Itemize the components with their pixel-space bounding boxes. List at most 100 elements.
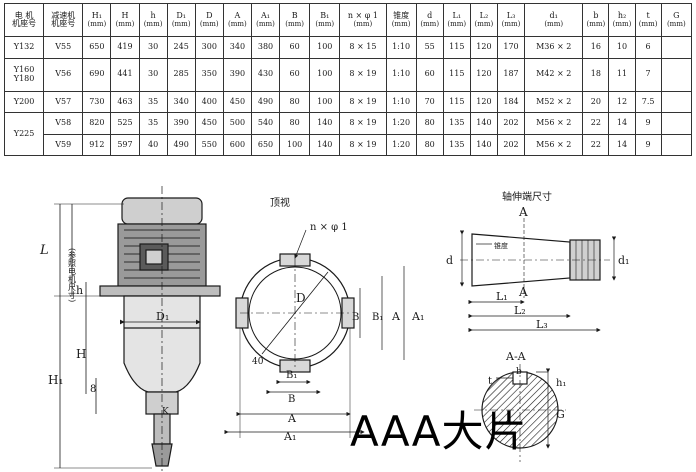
header-label: L₁ [452, 11, 462, 21]
cell-reducer: V58 [43, 112, 84, 135]
table-header-cell: 减速机 机座号 [43, 3, 84, 37]
header-label: 减速机 机座号 [51, 10, 76, 28]
header-label: H [121, 11, 129, 21]
table-cell: 120 [469, 57, 498, 92]
table-cell: 115 [442, 90, 471, 113]
header-label: B [291, 11, 298, 21]
cell-frame: Y132 [3, 36, 45, 59]
table-cell [660, 90, 693, 113]
label-B1-right: B₁ [372, 312, 383, 323]
table-cell: 1:10 [385, 90, 417, 113]
table-cell: 70 [415, 90, 444, 113]
table-cell: M56 × 2 [524, 112, 584, 135]
table-header-cell: A₁(mm) [250, 3, 281, 37]
header-unit: (mm) [353, 19, 373, 28]
table-cell: 1:20 [385, 112, 417, 135]
table-cell: 12 [608, 90, 636, 113]
label-B1-bottom: B₁ [286, 370, 297, 381]
header-unit: (mm) [256, 19, 275, 28]
label-A1-bottom: A₁ [283, 430, 296, 443]
table-cell: 100 [309, 90, 341, 113]
section-aa-view [474, 364, 566, 462]
table-cell: 140 [469, 112, 498, 135]
table-cell: 20 [582, 90, 610, 113]
header-label: G [673, 11, 680, 21]
table-header-cell: B₁(mm) [309, 3, 341, 37]
table-cell: 441 [110, 57, 140, 92]
table-cell: 135 [442, 133, 471, 156]
label-d: d [446, 254, 453, 267]
header-label: b [593, 11, 599, 21]
table-header-cell: h₂(mm) [608, 3, 636, 37]
table-header-cell: n × φ 1(mm) [339, 3, 387, 37]
header-label: 电 机 机座号 [12, 10, 37, 28]
table-cell: 60 [279, 36, 311, 59]
table-cell: 187 [496, 57, 526, 92]
table-header-cell: 电 机 机座号 [3, 3, 45, 37]
cell-reducer: V57 [43, 90, 84, 113]
table-cell: 35 [138, 112, 168, 135]
table-cell: 9 [634, 133, 662, 156]
table-cell: 22 [582, 133, 610, 156]
header-unit: (mm) [199, 19, 219, 28]
header-label: B₁ [320, 11, 330, 21]
table-cell: 650 [250, 133, 281, 156]
table-cell: 40 [138, 133, 168, 156]
header-unit: (mm) [391, 19, 411, 28]
table-header-cell: t(mm) [634, 3, 662, 37]
table-cell: 30 [138, 36, 168, 59]
label-K: K [162, 407, 169, 417]
table-cell: 1:20 [385, 133, 417, 156]
table-cell: 7.5 [634, 90, 662, 113]
cell-reducer: V55 [43, 36, 84, 59]
table-cell: 650 [82, 36, 112, 59]
shaft-title: 轴伸端尺寸 [502, 190, 552, 203]
label-forty: 40 [252, 357, 264, 367]
table-cell: 35 [138, 90, 168, 113]
header-label: d [427, 11, 433, 21]
label-H1: H₁ [48, 373, 63, 387]
label-L: L [39, 243, 49, 258]
cell-frame: Y200 [3, 90, 45, 113]
table-cell: 500 [222, 112, 252, 135]
table-cell: 400 [194, 90, 224, 113]
table-cell: 600 [222, 133, 252, 156]
table-cell: 8 × 19 [339, 57, 387, 92]
table-cell: 30 [138, 57, 168, 92]
table-cell: 100 [309, 36, 341, 59]
header-unit: (mm) [474, 19, 494, 28]
table-cell: 202 [496, 112, 526, 135]
header-unit: (mm) [228, 19, 247, 28]
table-cell: 16 [582, 36, 610, 59]
table-cell: 350 [194, 57, 224, 92]
table-cell: 9 [634, 112, 662, 135]
table-cell: 463 [110, 90, 140, 113]
table-header-cell: H₁(mm) [82, 3, 112, 37]
header-unit: (mm) [115, 19, 135, 28]
table-cell: 80 [279, 90, 311, 113]
label-L1: L₁ [496, 290, 508, 303]
header-label: D [206, 11, 213, 21]
label-d1: d₁ [618, 254, 629, 267]
table-cell: 80 [279, 112, 311, 135]
table-cell: 430 [250, 57, 281, 92]
table-cell: 120 [469, 36, 498, 59]
table-cell: 120 [469, 90, 498, 113]
label-L2: L₂ [514, 304, 526, 317]
top-view-title: 顶视 [270, 196, 290, 209]
header-label: A₁ [261, 11, 271, 21]
label-L3: L₃ [536, 318, 548, 331]
header-label: D₁ [176, 11, 186, 21]
table-cell: 450 [222, 90, 252, 113]
table-header-cell: L₁(mm) [442, 3, 471, 37]
table-cell: 115 [442, 57, 471, 92]
table-header-cell: D(mm) [194, 3, 224, 37]
table-cell: 184 [496, 90, 526, 113]
header-label: h [150, 11, 156, 21]
header-label: H₁ [91, 11, 102, 21]
